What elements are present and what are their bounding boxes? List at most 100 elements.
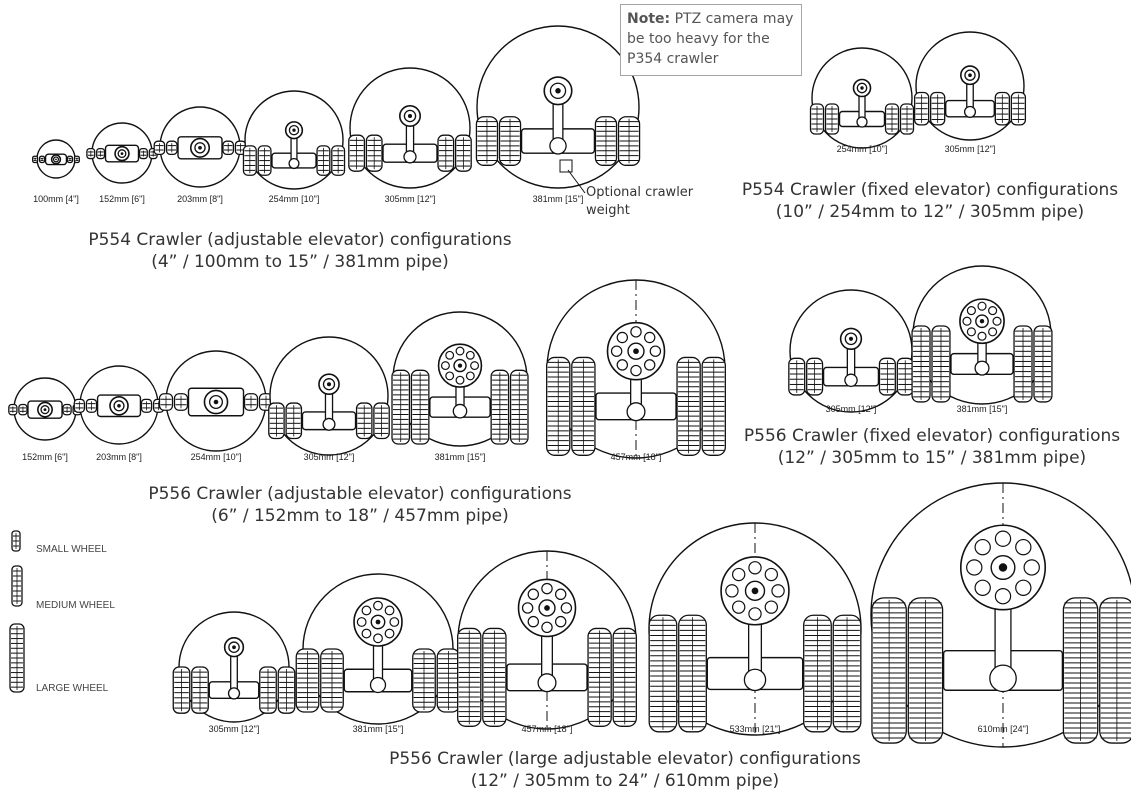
ptz-camera-icon: [720, 556, 790, 626]
wheel-icon: [437, 134, 455, 172]
pipe-configuration: 100mm [4"]: [32, 139, 80, 204]
wheel-icon: [896, 357, 914, 396]
note-label: Note:: [627, 11, 671, 27]
pipe-size-label: 305mm [12"]: [385, 194, 436, 204]
wheel-icon: [482, 627, 507, 727]
wheel-icon: [871, 597, 907, 744]
pipe-size-label: 152mm [6"]: [99, 194, 145, 204]
pipe-size-label: 305mm [12"]: [826, 404, 877, 414]
crawler-icon: [648, 556, 862, 733]
wheel-icon: [32, 155, 39, 164]
pipe-size-label: 381mm [15"]: [533, 194, 584, 204]
ptz-camera-icon: [437, 343, 483, 388]
group-caption-p554-adjustable: P554 Crawler (adjustable elevator) confi…: [40, 229, 560, 273]
pipe-configuration: 533mm [21"]: [648, 522, 862, 736]
pipe-size-label: 100mm [4"]: [33, 194, 79, 204]
wheel-icon: [8, 403, 18, 416]
crawler-icon: [348, 105, 472, 172]
wheel-icon: [1099, 597, 1131, 744]
pivot-icon: [974, 360, 990, 376]
wheel-icon: [38, 155, 46, 164]
pivot-icon: [227, 687, 241, 700]
crawler-icon: [871, 524, 1131, 744]
wheel-icon: [594, 116, 618, 166]
wheel-icon: [85, 398, 98, 413]
group-caption-p556-adjustable: P556 Crawler (adjustable elevator) confi…: [100, 483, 620, 527]
pan-camera-icon: [189, 137, 211, 158]
wheel-icon: [1010, 91, 1027, 126]
crawler-weight-marker: [559, 159, 573, 173]
pivot-icon: [963, 105, 977, 118]
pivot-icon: [537, 673, 557, 693]
wheel-icon: [66, 155, 74, 164]
crawler-icon: [268, 373, 390, 440]
crawler-icon: [788, 327, 914, 396]
pan-camera-icon: [223, 637, 245, 658]
wheel-icon: [612, 627, 637, 727]
wheel-icon: [884, 103, 900, 135]
wheel-icon: [676, 356, 701, 456]
pipe-configuration: 305mm [12"]: [348, 67, 472, 204]
config-group-p554-fixed: 254mm [10"] 305mm [12"]: [809, 31, 1027, 154]
wheel-icon: [243, 393, 259, 411]
group-title: P556 Crawler (fixed elevator) configurat…: [743, 426, 1121, 446]
pipe-configuration: 457mm [18"]: [457, 550, 637, 734]
wheel-icon: [878, 357, 896, 396]
pipe-configuration: 254mm [10"]: [158, 350, 274, 462]
pan-camera-icon: [37, 401, 53, 418]
ptz-camera-icon: [517, 578, 577, 638]
group-subtitle: (4” / 100mm to 15” / 381mm pipe): [151, 252, 449, 272]
ptz-camera-icon: [959, 298, 1005, 345]
pipe-size-label: 254mm [10"]: [837, 144, 888, 154]
wheel-icon: [931, 325, 951, 403]
pipe-size-label: 457mm [18"]: [611, 452, 662, 462]
wheel-icon: [373, 402, 390, 440]
config-group-p556-adjustable: 152mm [6"]203mm [8"]254mm [10"]305mm [12…: [8, 279, 726, 462]
wheel-icon: [571, 356, 596, 456]
wheel-icon: [824, 103, 840, 135]
pivot-icon: [626, 402, 646, 422]
wheel-icon: [259, 666, 277, 714]
wheel-icon: [412, 648, 436, 713]
pipe-configuration: 381mm [15"]: [475, 25, 641, 204]
pipe-configuration: 381mm [15"]: [391, 311, 529, 462]
group-subtitle: (12” / 305mm to 15” / 381mm pipe): [777, 448, 1087, 468]
pipe-configuration: 254mm [10"]: [809, 47, 915, 154]
group-caption-p554-fixed: P554 Crawler (fixed elevator) configurat…: [720, 179, 1131, 223]
callout-leader: [567, 169, 586, 194]
pipe-configuration: 254mm [10"]: [242, 90, 346, 204]
group-title: P556 Crawler (adjustable elevator) confi…: [148, 484, 572, 504]
crawler-icon: [32, 153, 80, 166]
note-text: PTZ camera may be too heavy for the P354…: [627, 11, 794, 67]
legend-large-wheel-icon: [9, 623, 25, 693]
wheel-icon: [191, 666, 209, 714]
wheel-icon: [587, 627, 612, 727]
crawler-icon: [809, 78, 915, 135]
wheel-icon: [316, 145, 331, 176]
wheel-icon: [809, 103, 825, 135]
pipe-configuration: 152mm [6"]: [86, 122, 158, 204]
wheel-icon: [257, 145, 272, 176]
pipe-size-label: 305mm [12"]: [304, 452, 355, 462]
wheel-icon: [242, 145, 257, 176]
group-caption-p556-fixed: P556 Crawler (fixed elevator) configurat…: [722, 425, 1131, 469]
ptz-camera-icon: [606, 321, 666, 381]
wheel-icon: [73, 398, 86, 413]
pipe-configuration: 203mm [8"]: [153, 106, 247, 204]
pivot-icon: [288, 157, 300, 170]
pipe-size-label: 152mm [6"]: [22, 452, 68, 462]
crawler-icon: [457, 578, 637, 727]
crawler-icon: [86, 144, 158, 163]
wheel-icon: [138, 147, 148, 160]
pipe-size-label: 457mm [18"]: [522, 724, 573, 734]
crawler-icon: [242, 121, 346, 176]
group-caption-p556-large: P556 Crawler (large adjustable elevator)…: [345, 748, 905, 792]
group-subtitle: (6” / 152mm to 18” / 457mm pipe): [211, 506, 509, 526]
pipe-size-label: 381mm [15"]: [353, 724, 404, 734]
ptz-camera-icon: [959, 524, 1047, 611]
wheel-icon: [806, 357, 824, 396]
wheel-icon: [285, 402, 303, 440]
wheel-icon: [86, 147, 96, 160]
pipe-configuration: 305mm [12"]: [913, 31, 1027, 154]
wheel-icon: [457, 627, 482, 727]
